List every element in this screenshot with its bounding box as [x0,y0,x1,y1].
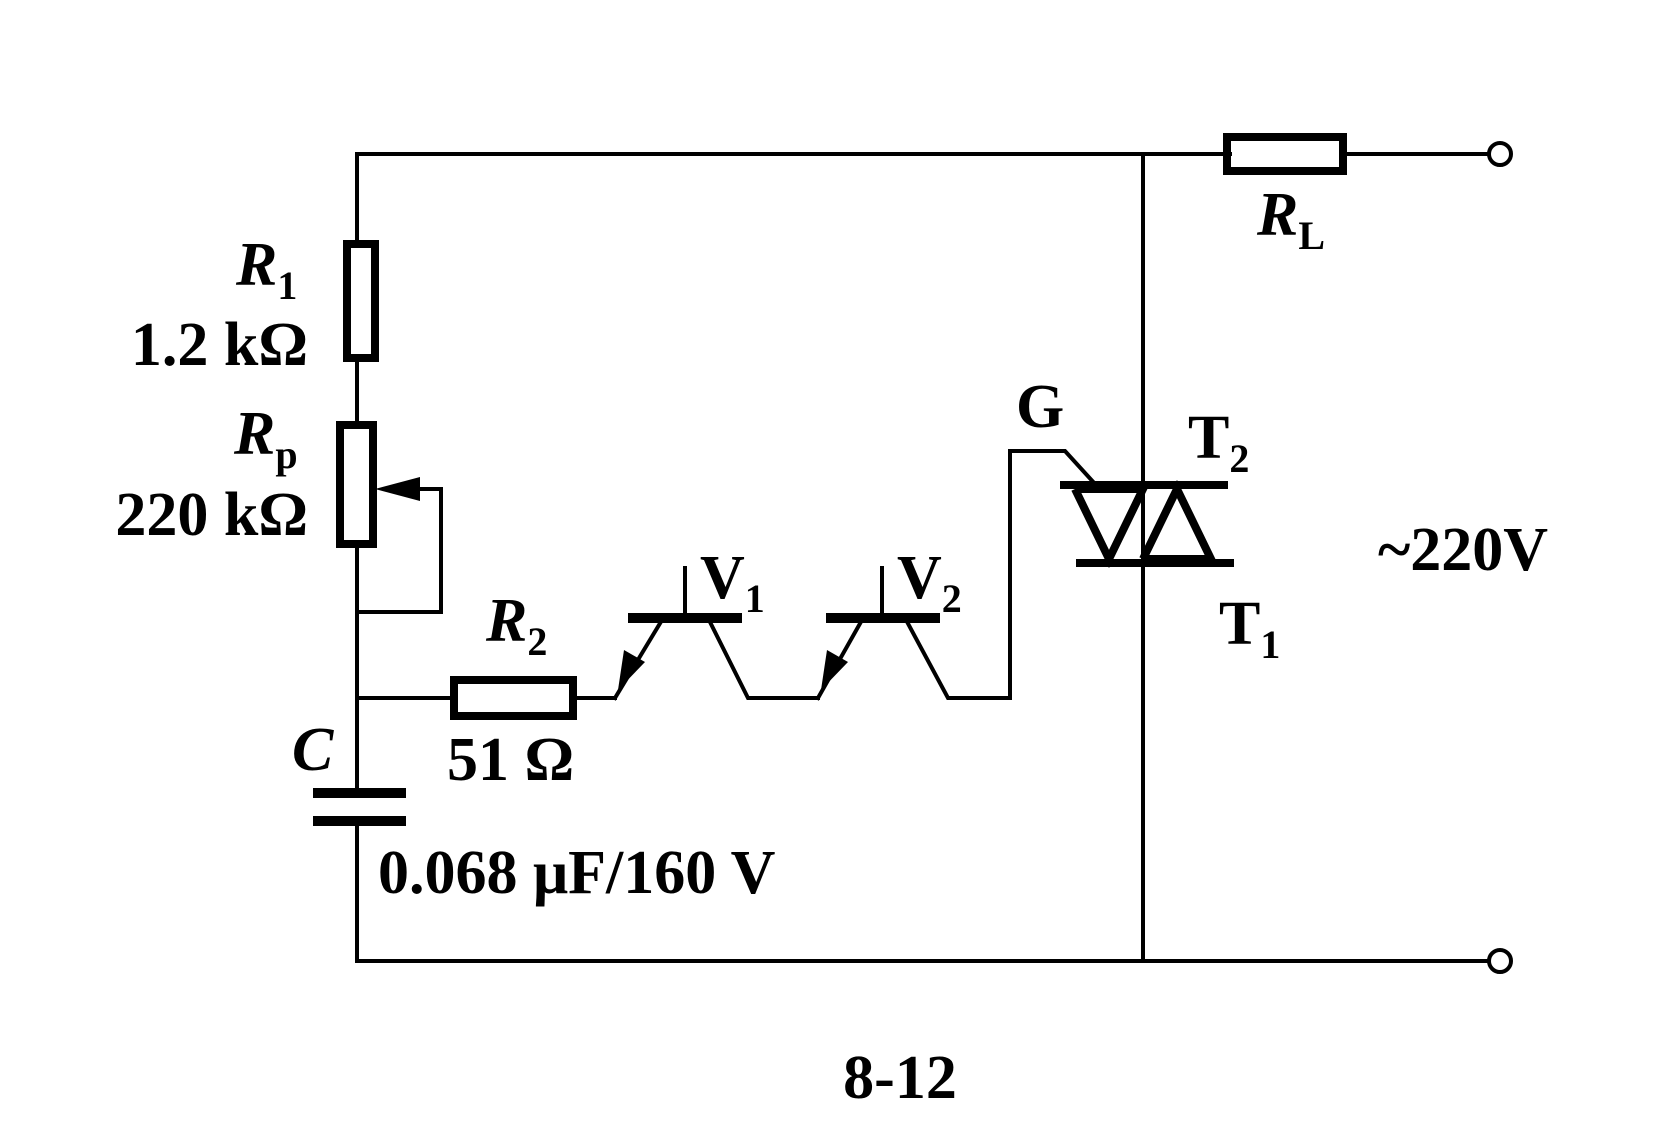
rl-label: RL [1256,181,1325,258]
v1-transistor [612,566,742,701]
terminal-bottom [1487,948,1513,974]
rl-resistor [1223,133,1347,175]
v1-label: V1 [700,544,765,621]
c-label: C [292,716,334,784]
r2-resistor [450,676,577,720]
r1-resistor [343,240,379,362]
triac-t2-label: T2 [1188,404,1249,481]
rp-wiper-arrow [375,477,420,501]
rp-value: 220 kΩ [115,481,308,549]
triac-left-triangle [1071,485,1150,569]
terminal-top [1487,141,1513,167]
source-voltage-label: ~220V [1378,516,1548,584]
v2-transistor [815,566,940,701]
v2-emitter-arrow [821,650,848,690]
r1-label: R1 [235,231,297,308]
r1-value: 1.2 kΩ [131,311,308,379]
triac-right-triangle [1139,479,1218,563]
v1-emitter-arrow [618,650,645,690]
v1-collector-to-v2-emitter [705,615,820,700]
r2-label: R2 [485,587,547,664]
r2-value: 51 Ω [447,726,574,794]
rp-potentiometer [336,421,377,548]
triac [1060,479,1234,569]
v2-label: V2 [897,544,962,621]
v2-collector-to-gate [902,449,1099,700]
triac-gate-label: G [1016,373,1064,441]
rp-label: Rp [233,400,298,477]
c-value: 0.068 μF/160 V [378,839,776,907]
figure-label: 8-12 [843,1044,957,1112]
triac-t1-label: T1 [1219,590,1280,667]
